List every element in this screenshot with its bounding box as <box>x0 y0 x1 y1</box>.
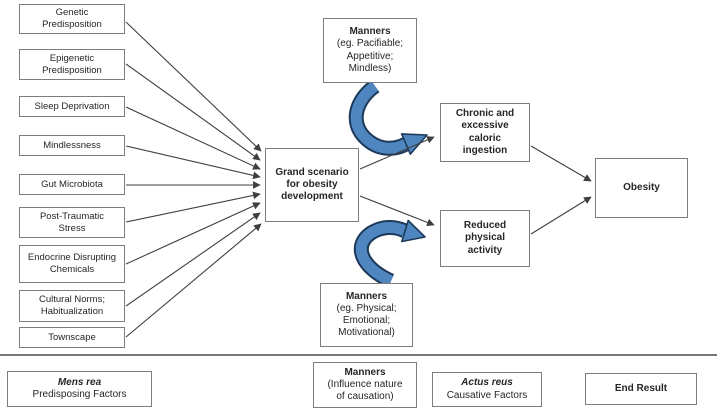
legend-subtitle: (Influence nature of causation) <box>327 378 403 403</box>
box-label: Grand scenario for obesity development <box>275 166 349 203</box>
box-manners-bottom: Manners (eg. Physical; Emotional; Motiva… <box>320 283 413 347</box>
box-label: Chronic and excessive caloric ingestion <box>455 108 515 156</box>
legend-title: End Result <box>614 382 668 394</box>
box-label: Cultural Norms; Habitualization <box>39 294 105 317</box>
factor-arrows <box>125 21 262 338</box>
box-label: Gut Microbiota <box>41 178 103 190</box>
box-label: Endocrine Disrupting Chemicals <box>27 252 117 275</box>
box-manners-top: Manners (eg. Pacifiable; Appetitive; Min… <box>323 18 417 83</box>
pathway-arrows <box>359 136 592 235</box>
box-title: Manners <box>345 290 388 302</box>
manners-bottom-curved-arrow <box>353 219 426 288</box>
manners-top-curved-arrow <box>348 79 428 156</box>
box-sleep-deprivation: Sleep Deprivation <box>19 96 125 117</box>
box-title: Manners <box>349 26 391 38</box>
legend-title: Mens rea <box>57 376 102 388</box>
box-label: Epigenetic Predisposition <box>42 52 102 76</box>
legend-manners: Manners (Influence nature of causation) <box>313 362 417 408</box>
legend-mens-rea: Mens rea Predisposing Factors <box>7 371 152 407</box>
box-label: Sleep Deprivation <box>34 100 110 112</box>
box-sublabel: (eg. Physical; Emotional; Motivational) <box>336 302 397 339</box>
legend-title: Actus reus <box>461 377 513 389</box>
legend-end-result: End Result <box>585 373 697 405</box>
box-endocrine-disrupting-chemicals: Endocrine Disrupting Chemicals <box>19 245 125 283</box>
box-mindlessness: Mindlessness <box>19 135 125 156</box>
box-label: Post-Traumatic Stress <box>39 210 105 234</box>
legend-actus-reus: Actus reus Causative Factors <box>432 372 542 407</box>
legend-title: Manners <box>344 366 386 378</box>
box-genetic-predisposition: Genetic Predisposition <box>19 4 125 34</box>
box-sublabel: (eg. Pacifiable; Appetitive; Mindless) <box>336 38 404 74</box>
box-label: Genetic Predisposition <box>42 7 102 30</box>
legend-subtitle: Predisposing Factors <box>32 389 127 400</box>
box-label: Obesity <box>623 181 660 193</box>
box-label: Reduced physical activity <box>463 220 507 256</box>
legend-subtitle: Causative Factors <box>446 389 528 401</box>
box-townscape: Townscape <box>19 327 125 348</box>
box-post-traumatic-stress: Post-Traumatic Stress <box>19 207 125 238</box>
box-caloric-ingestion: Chronic and excessive caloric ingestion <box>440 103 530 162</box>
box-obesity: Obesity <box>595 158 688 218</box>
box-epigenetic-predisposition: Epigenetic Predisposition <box>19 49 125 80</box>
box-gut-microbiota: Gut Microbiota <box>19 174 125 195</box>
box-reduced-activity: Reduced physical activity <box>440 210 530 267</box>
box-label: Townscape <box>48 331 96 343</box>
box-label: Mindlessness <box>43 139 101 151</box>
box-grand-scenario: Grand scenario for obesity development <box>265 148 359 222</box>
box-cultural-norms: Cultural Norms; Habitualization <box>19 290 125 322</box>
